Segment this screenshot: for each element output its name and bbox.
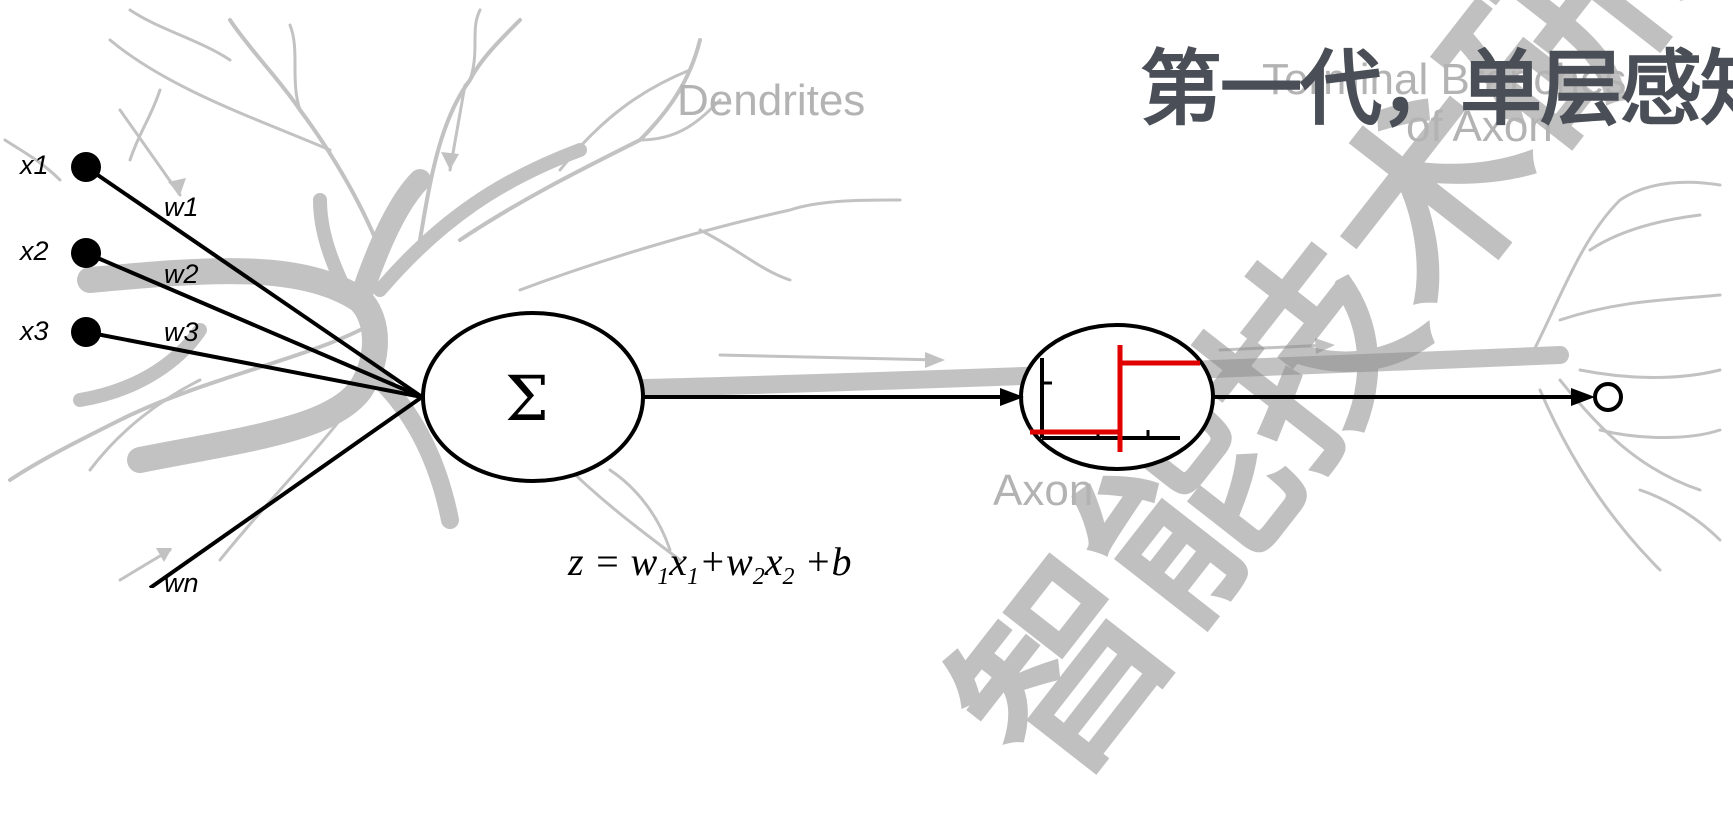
- input-label-x3: x3: [20, 316, 49, 346]
- terminal-branches-of-axon-label: of Axon: [1406, 102, 1553, 151]
- terminal-branches-label: Terminal Branches: [1262, 55, 1627, 104]
- activation-node: [1019, 323, 1215, 471]
- perceptron-diagram: 智能技术研究 Dendrites Terminal Branches of Ax…: [3, 0, 1733, 821]
- input-node-1: [71, 152, 101, 182]
- weight-label-wn: wn: [164, 568, 199, 598]
- input-node-3: [71, 317, 101, 347]
- input-edge-n: [148, 395, 424, 588]
- neuron-illustration: [3, 8, 1722, 582]
- arrowhead: [1000, 388, 1024, 406]
- summation-symbol: Σ: [505, 362, 549, 435]
- arrowhead: [1571, 388, 1595, 406]
- weight-label-w3: w3: [164, 317, 199, 347]
- input-edge-1: [84, 165, 424, 399]
- input-label-x2: x2: [20, 236, 49, 266]
- output-terminal: [1593, 382, 1623, 412]
- input-label-x1: x1: [20, 150, 49, 180]
- dendrites-label: Dendrites: [677, 76, 866, 125]
- step-function-plot: [1030, 345, 1200, 452]
- weight-label-w2: w2: [164, 259, 199, 289]
- formula: z = w1x1+w2x2 +b: [568, 539, 852, 590]
- axon-label: Axon: [993, 466, 1094, 515]
- input-edge-3: [85, 330, 423, 399]
- axon-shaft: [551, 346, 1569, 399]
- page-title: 第一代，单层感知: [1140, 42, 1733, 137]
- perceptron-schematic: [71, 152, 1623, 588]
- weight-label-w1: w1: [164, 192, 199, 222]
- input-node-2: [71, 238, 101, 268]
- input-edge-2: [85, 251, 423, 399]
